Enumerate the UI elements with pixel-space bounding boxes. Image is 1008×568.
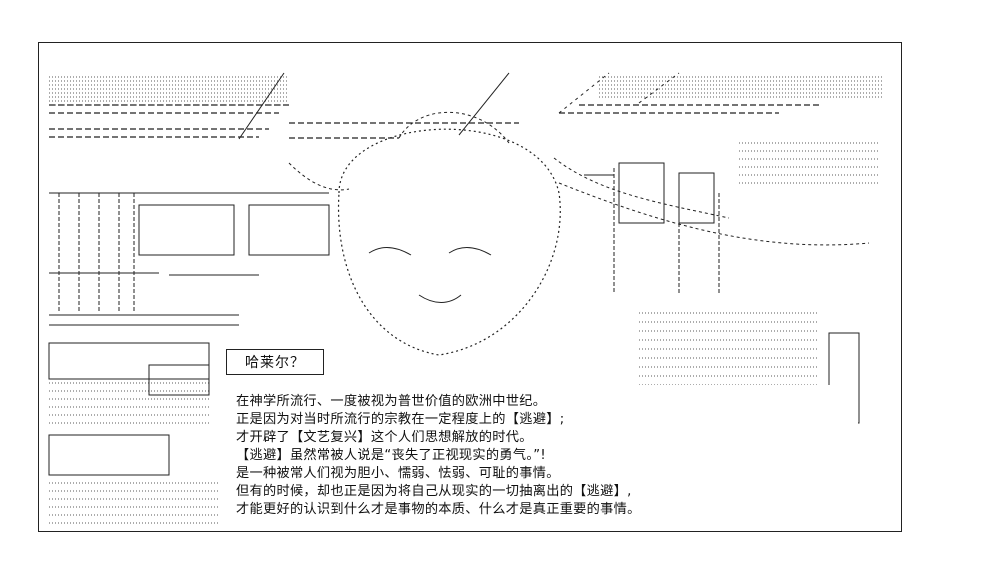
cabinet [48,434,170,476]
wall-window [138,204,235,256]
dialogue-line: 才能更好的认识到什么才是事物的本质、什么才是真正重要的事情。 [236,502,641,517]
wall-panel [678,172,715,224]
wall-panel [618,162,665,224]
character-hair-strand [553,157,730,219]
character-eye-left [368,246,412,256]
ceiling-edge [638,72,680,104]
dialogue-box: 在神学所流行、一度被视为普世价值的欧洲中世纪。 正是因为对当时所流行的宗教在一定… [226,385,858,525]
cabinet [148,364,210,396]
wall-window [248,204,330,256]
ceiling-edge [458,72,510,136]
character-hair-strand [288,162,350,191]
ceiling-edge [238,72,285,140]
dialogue-line: 是一种被常人们视为胆小、懦弱、怯弱、可耻的事情。 [236,466,560,481]
dialogue-line: 才开辟了【文艺复兴】这个人们思想解放的时代。 [236,430,533,445]
character-hair-strand [558,182,870,246]
dialogue-line: 【逃避】虽然常被人说是“丧失了正视现实的勇气。”! [236,448,546,463]
speaker-name: 哈莱尔？ [245,355,305,371]
dialogue-line: 正是因为对当时所流行的宗教在一定程度上的【逃避】; [236,412,565,427]
speaker-name-box: 哈莱尔？ [226,349,324,375]
dialogue-line: 但有的时候，却也正是因为将自己从现实的一切抽离出的【逃避】, [236,484,632,499]
ascii-art-illustration [48,72,884,524]
character-eye-right [448,246,492,256]
character-mouth [418,294,462,303]
character-head [337,128,561,356]
cabinet [48,342,210,380]
dialogue-line: 在神学所流行、一度被视为普世价值的欧洲中世纪。 [236,394,547,409]
character-hair [398,111,510,144]
ceiling-edge [558,72,610,114]
